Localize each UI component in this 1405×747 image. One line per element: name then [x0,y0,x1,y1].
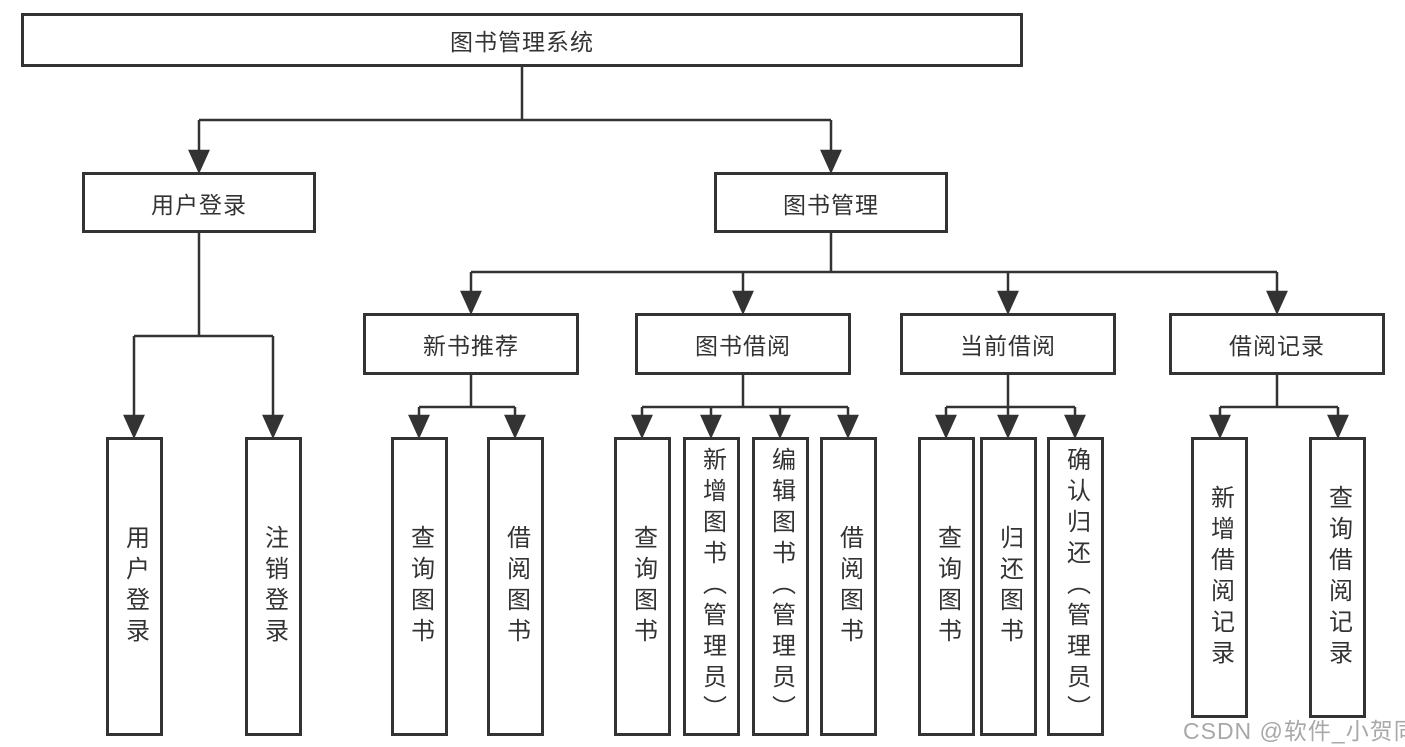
leaf-query-book-1: 查询图书 [391,437,448,736]
leaf-return-book: 归还图书 [980,437,1037,736]
arrowhead [1327,414,1349,440]
leaf-logout: 注销登录 [245,437,302,736]
connector-book-mgmt [460,233,1288,316]
connector-user-login [123,233,284,440]
arrowhead [837,414,859,440]
leaf-query-record: 查询借阅记录 [1309,437,1366,718]
arrowhead [262,414,284,440]
connector-root-to-level2 [188,67,842,175]
arrowhead [123,414,145,440]
node-user-login: 用户登录 [82,172,316,233]
arrowhead [935,414,957,440]
arrowhead [1266,290,1288,316]
leaf-query-book-2: 查询图书 [614,437,671,736]
arrowhead [997,414,1019,440]
node-current-borrow-label: 当前借阅 [960,333,1056,359]
leaf-user-login-label: 用户登录 [121,524,149,649]
leaf-query-book-3-label: 查询图书 [933,524,961,649]
arrowhead [732,290,754,316]
arrowhead [504,414,526,440]
leaf-user-login: 用户登录 [106,437,163,736]
leaf-borrow-book-1-label: 借阅图书 [502,524,530,649]
node-borrow-record: 借阅记录 [1169,313,1385,375]
arrowhead [997,290,1019,316]
leaf-confirm-return: 确认归还（管理员） [1047,437,1104,736]
leaf-add-book: 新增图书（管理员） [683,437,740,736]
arrowhead [460,290,482,316]
csdn-watermark: CSDN @软件_小贺同学 [1183,718,1405,744]
node-book-borrow: 图书借阅 [635,313,851,375]
connector-new-book-rec [408,375,526,440]
arrowhead [700,414,722,440]
connector-book-borrow [631,375,859,440]
leaf-borrow-book-2: 借阅图书 [820,437,877,736]
node-borrow-record-label: 借阅记录 [1229,333,1325,359]
arrowhead [408,414,430,440]
node-book-mgmt: 图书管理 [714,172,948,233]
node-book-borrow-label: 图书借阅 [695,333,791,359]
leaf-logout-label: 注销登录 [260,524,288,649]
leaf-query-book-3: 查询图书 [918,437,975,736]
leaf-confirm-return-label: 确认归还（管理员） [1062,447,1090,726]
leaf-borrow-book-2-label: 借阅图书 [835,524,863,649]
leaf-query-record-label: 查询借阅记录 [1324,484,1352,671]
node-new-book-rec: 新书推荐 [363,313,579,375]
node-current-borrow: 当前借阅 [900,313,1116,375]
arrowhead [188,149,210,175]
arrowhead [1064,414,1086,440]
leaf-add-record-label: 新增借阅记录 [1206,484,1234,671]
leaf-borrow-book-1: 借阅图书 [487,437,544,736]
arrowhead [631,414,653,440]
connector-current-borrow [935,375,1086,440]
node-user-login-label: 用户登录 [151,191,247,218]
leaf-return-book-label: 归还图书 [995,524,1023,649]
arrowhead [820,149,842,175]
leaf-query-book-1-label: 查询图书 [406,524,434,649]
node-new-book-rec-label: 新书推荐 [423,333,519,359]
node-root-label: 图书管理系统 [450,29,594,55]
leaf-edit-book-label: 编辑图书（管理员） [767,447,795,726]
leaf-add-record: 新增借阅记录 [1191,437,1248,718]
leaf-add-book-label: 新增图书（管理员） [698,447,726,726]
leaf-query-book-2-label: 查询图书 [629,524,657,649]
arrowhead [1209,414,1231,440]
leaf-edit-book: 编辑图书（管理员） [752,437,809,736]
node-book-mgmt-label: 图书管理 [783,191,879,218]
connector-borrow-record [1209,375,1349,440]
arrowhead [769,414,791,440]
node-root: 图书管理系统 [21,13,1023,67]
